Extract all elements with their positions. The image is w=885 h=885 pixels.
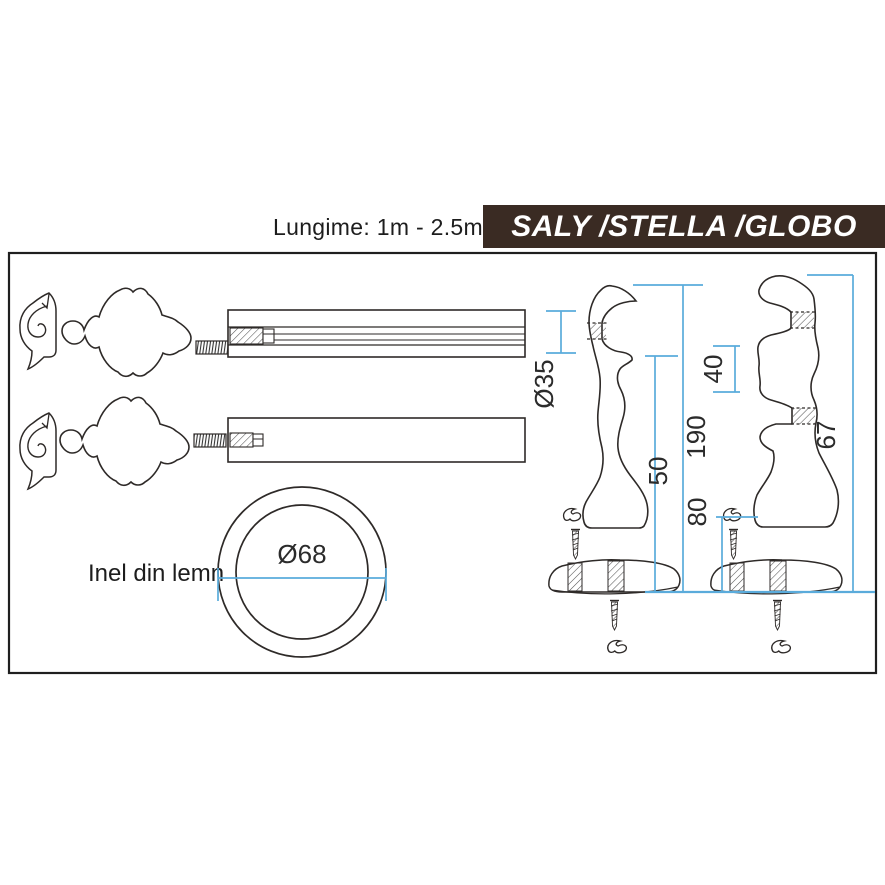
dimension-lines <box>217 274 875 601</box>
wood-ring-drawing <box>217 486 387 658</box>
plate-screw-hole <box>567 562 583 592</box>
rod-bore-section <box>590 323 606 339</box>
wall-plate-drawing <box>710 559 843 595</box>
double-bracket-lower-offset-label: 80 <box>682 498 712 527</box>
rod-bore-section <box>792 312 814 328</box>
length-label: Lungime: 1m - 2.5m <box>273 213 483 240</box>
scroll-ornament-icon <box>19 292 57 371</box>
bracket-height-label: 190 <box>681 415 711 458</box>
scroll-ornament-icon <box>19 412 57 491</box>
double-bracket-gap-label: 40 <box>698 355 728 384</box>
finial-top-drawing <box>61 287 192 378</box>
rod-diameter-label: Ø35 <box>529 359 559 408</box>
ring-diameter-label: Ø68 <box>277 539 326 569</box>
rod-nut-insert <box>229 327 264 345</box>
finial-screw-stud <box>195 340 229 355</box>
plate-screw-hole <box>769 560 787 592</box>
double-bracket-span-label: 67 <box>811 421 841 450</box>
rod-nut-insert <box>229 432 254 448</box>
wall-plate-drawing <box>548 559 681 595</box>
product-title-bar: SALY /STELLA /GLOBO <box>483 205 885 248</box>
finial-bottom-drawing <box>59 396 190 487</box>
plate-screw-hole <box>729 562 745 592</box>
product-title: SALY /STELLA /GLOBO <box>511 209 857 243</box>
plate-screw-hole <box>607 560 625 592</box>
rod-bottom-drawing <box>227 417 526 463</box>
rod-bore-section <box>793 408 815 424</box>
single-bracket-drawing <box>582 284 649 529</box>
rod-top-drawing <box>227 309 526 358</box>
double-bracket-drawing <box>753 275 840 528</box>
ring-label: Inel din lemn <box>88 560 224 587</box>
finial-screw-stud <box>193 433 227 448</box>
bracket-rod-offset-label: 50 <box>643 457 673 486</box>
